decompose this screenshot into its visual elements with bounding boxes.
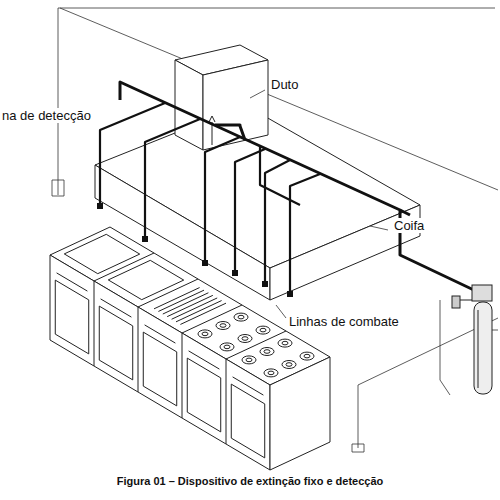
knob-rail xyxy=(145,325,176,343)
top-divider xyxy=(94,253,154,281)
knob-rail xyxy=(101,299,132,317)
grate-bar xyxy=(158,290,204,311)
grate-bar xyxy=(163,293,209,314)
cylinder xyxy=(452,285,492,394)
unit-divider xyxy=(182,333,183,418)
oven-door xyxy=(143,332,176,406)
burner xyxy=(220,343,234,351)
burner-cap xyxy=(304,354,310,358)
grate-bar xyxy=(167,295,213,316)
unit-divider xyxy=(226,359,227,444)
griddle-plate xyxy=(108,260,183,299)
burner xyxy=(198,330,212,338)
oven-door xyxy=(55,280,88,354)
burner xyxy=(234,313,248,321)
part-label: Linhas de combate xyxy=(288,314,400,329)
unit-divider xyxy=(138,307,139,392)
knob-rail xyxy=(189,351,220,369)
burner-cap xyxy=(220,324,226,328)
part-label: Duto xyxy=(270,77,299,92)
oven-door xyxy=(187,358,220,432)
burner xyxy=(238,335,252,343)
burner-cap xyxy=(268,371,274,375)
burner xyxy=(278,339,292,347)
burner-cap xyxy=(264,350,270,354)
burner-cap xyxy=(260,328,266,332)
burner-cap xyxy=(224,345,230,349)
cooking-line xyxy=(50,227,330,470)
grate-bar xyxy=(176,301,222,322)
top-divider xyxy=(182,305,242,333)
burner-cap xyxy=(242,337,248,341)
burner xyxy=(264,369,278,377)
figure-caption: Figura 01 – Dispositivo de extinção fixo… xyxy=(0,474,500,488)
burner xyxy=(216,322,230,330)
knob-rail xyxy=(233,377,264,395)
burner-cap xyxy=(238,315,244,319)
oven-door xyxy=(231,384,264,458)
burner xyxy=(300,352,314,360)
burner xyxy=(256,326,270,334)
burner-cap xyxy=(286,363,292,367)
leader-lines xyxy=(250,90,388,318)
pipe-trunk xyxy=(120,82,478,292)
burner xyxy=(260,348,274,356)
griddle-plate xyxy=(64,234,139,273)
burner-cap xyxy=(282,341,288,345)
grate-bar xyxy=(172,298,218,319)
top-divider xyxy=(226,331,286,359)
burner xyxy=(242,356,256,364)
knob-rail xyxy=(57,273,88,291)
burner-cap xyxy=(246,358,252,362)
oven-door xyxy=(99,306,132,380)
burner xyxy=(282,361,296,369)
grate-bar xyxy=(180,303,226,324)
duct xyxy=(175,45,268,150)
part-label: na de detecção xyxy=(1,108,92,123)
grate-bar xyxy=(154,288,200,309)
part-label: Coifa xyxy=(393,218,425,233)
burner-cap xyxy=(202,332,208,336)
unit-divider xyxy=(94,281,95,366)
